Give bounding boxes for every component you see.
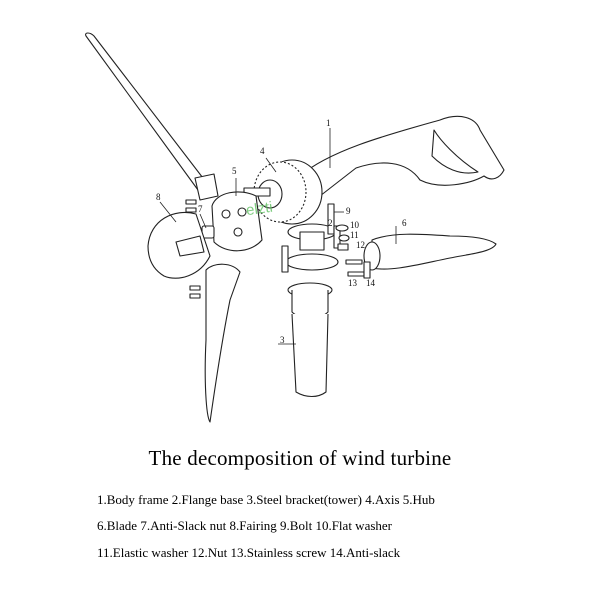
part-label-10: 10 [350,220,360,230]
body-frame-cutout [431,129,479,174]
blade-lower [204,263,241,423]
hub-hole-3 [233,227,243,237]
part-label-6: 6 [402,218,407,228]
part-label-11: 11 [350,230,359,240]
stainless-screw-2 [347,271,365,277]
hub [211,191,263,252]
part-label-1: 1 [326,118,331,128]
part-label-14: 14 [366,278,376,288]
part-label-12: 12 [356,240,365,250]
part-label-5: 5 [232,166,237,176]
flat-washer [335,224,349,232]
fairing-collar [175,235,205,257]
bolt-2 [281,245,289,273]
part-label-3: 3 [280,335,285,345]
body-frame [299,115,505,197]
screw-lower-1 [189,285,201,291]
hub-hole-1 [221,209,231,219]
part-label-4: 4 [260,146,265,156]
nut [337,243,349,251]
watermark: elzti [245,199,274,220]
blade-root-upper [194,173,219,201]
screw-fairing-1 [185,199,197,205]
legend-line-2: 6.Blade 7.Anti-Slack nut 8.Fairing 9.Bol… [97,518,392,533]
part-label-13: 13 [348,278,358,288]
anti-slack-washer [363,261,371,279]
steel-bracket-tower [291,313,329,398]
flange-plate [285,253,339,271]
diagram-title: The decomposition of wind turbine [148,446,452,470]
hub-hole-2 [237,207,247,217]
legend-line-3: 11.Elastic washer 12.Nut 13.Stainless sc… [97,545,401,560]
stainless-screw-1 [345,259,363,265]
part-label-8: 8 [156,192,161,202]
part-label-7: 7 [198,204,203,214]
screw-fairing-2 [185,207,197,213]
blade-upper-left [85,32,207,191]
flange-cylinder [291,290,329,319]
bolt-1 [327,203,335,235]
part-label-2: 2 [328,218,333,228]
legend-line-1: 1.Body frame 2.Flange base 3.Steel brack… [97,492,435,507]
exploded-view-diagram: 1 2 3 4 5 6 7 8 9 10 11 12 13 14 elzti [85,32,505,423]
blade-right [371,233,497,270]
screw-lower-2 [189,293,201,299]
part-label-9: 9 [346,206,351,216]
flange-neck [299,231,325,251]
elastic-washer [338,234,350,242]
